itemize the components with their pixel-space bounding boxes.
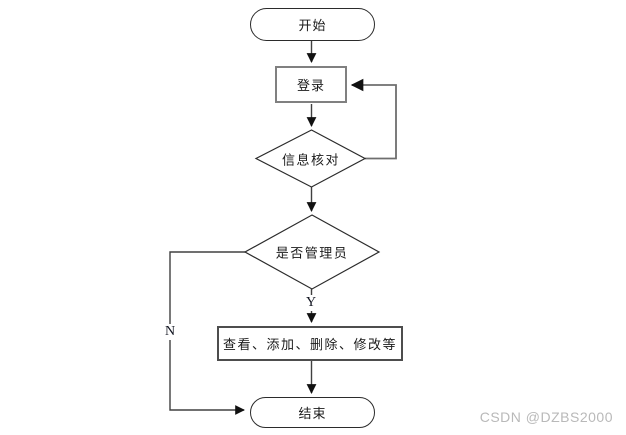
node-isadmin-label: 是否管理员 — [275, 245, 349, 261]
decision-isadmin-shape — [243, 214, 381, 290]
node-start: 开始 — [250, 8, 375, 41]
node-login: 登录 — [275, 66, 347, 103]
branch-label-yes: Y — [302, 295, 320, 311]
feedback-verify-to-login — [350, 78, 397, 160]
decision-verify-shape — [254, 129, 367, 188]
node-end-label: 结束 — [298, 406, 327, 421]
csdn-watermark: CSDN @DZBS2000 — [479, 409, 613, 425]
node-verify-label: 信息核对 — [281, 152, 341, 168]
node-admin-actions: 查看、添加、删除、修改等 — [217, 326, 403, 361]
branch-label-no: N — [161, 324, 179, 340]
node-admin-actions-label: 查看、添加、删除、修改等 — [222, 337, 397, 352]
node-login-label: 登录 — [296, 78, 325, 93]
node-start-label: 开始 — [298, 18, 327, 33]
node-end: 结束 — [250, 397, 375, 428]
